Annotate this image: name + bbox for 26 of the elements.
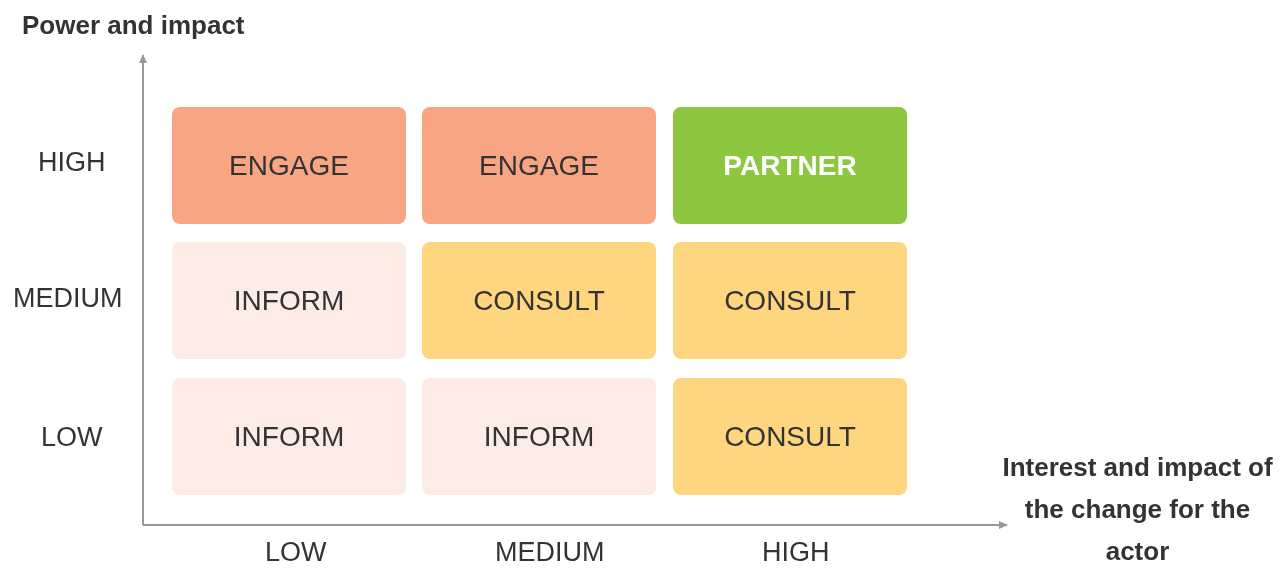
column-label: HIGH <box>762 537 830 568</box>
matrix-cell-box <box>422 107 656 224</box>
cell-label: ENGAGE <box>229 149 349 182</box>
matrix-cell-box <box>172 107 406 224</box>
matrix-cell-box <box>422 242 656 359</box>
column-label: MEDIUM <box>495 537 605 568</box>
matrix-cell-box <box>673 107 907 224</box>
cell-label: CONSULT <box>724 284 856 317</box>
row-label: MEDIUM <box>13 283 123 314</box>
cell-label: ENGAGE <box>479 149 599 182</box>
matrix-cell-box <box>422 378 656 495</box>
cell-label: PARTNER <box>723 149 857 182</box>
y-axis-title: Power and impact <box>22 10 245 41</box>
matrix-cell-box <box>172 242 406 359</box>
x-axis-title: Interest and impact of the change for the actor <box>1001 451 1274 568</box>
matrix-cell-box <box>673 378 907 495</box>
matrix-cell-box <box>172 378 406 495</box>
matrix-cell-box <box>673 242 907 359</box>
row-label: HIGH <box>38 147 106 178</box>
column-label: LOW <box>265 537 327 568</box>
cell-label: CONSULT <box>473 284 605 317</box>
row-label: LOW <box>41 422 103 453</box>
cell-label: CONSULT <box>724 420 856 453</box>
cell-label: INFORM <box>233 284 345 317</box>
cell-label: INFORM <box>483 420 595 453</box>
cell-label: INFORM <box>233 420 345 453</box>
